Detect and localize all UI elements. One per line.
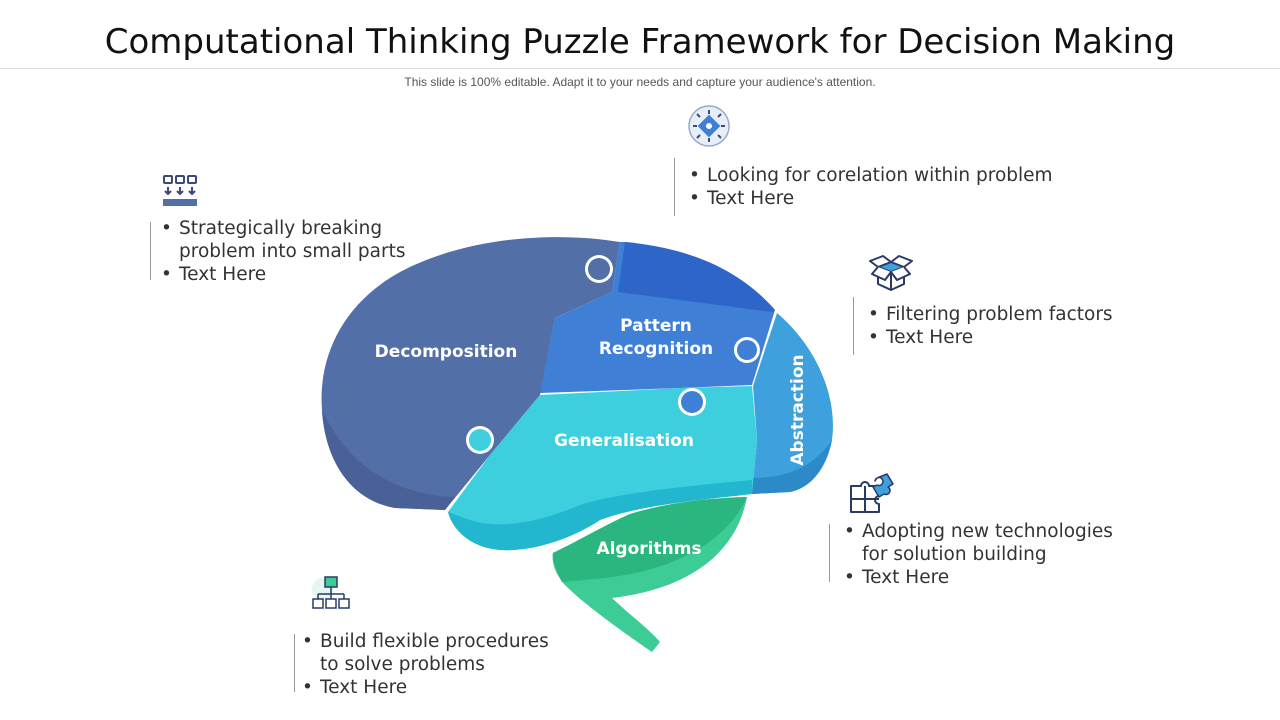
note-abstraction-line1: Filtering problem factors <box>868 303 1113 326</box>
note-abstraction: Filtering problem factors Text Here <box>868 303 1113 349</box>
segment-abstraction: Abstraction <box>752 313 833 494</box>
segment-generalisation: Generalisation <box>448 386 757 551</box>
note-generalisation-line2: Text Here <box>844 566 1113 589</box>
segment-decomposition: Decomposition <box>321 237 620 510</box>
segment-label-decomposition: Decomposition <box>375 342 518 362</box>
segment-label-generalisation: Generalisation <box>554 431 694 451</box>
hierarchy-icon <box>310 574 352 621</box>
sorting-grid-icon <box>162 173 198 214</box>
note-pattern-line1: Looking for corelation within problem <box>689 164 1053 187</box>
note-divider-algorithms <box>294 634 295 692</box>
page-subtitle: This slide is 100% editable. Adapt it to… <box>404 75 876 89</box>
note-divider-decomposition <box>150 222 151 280</box>
note-abstraction-line2: Text Here <box>868 326 1113 349</box>
note-decomposition-line2: Text Here <box>161 263 405 286</box>
note-pattern: Looking for corelation within problem Te… <box>689 164 1053 210</box>
page-title: Computational Thinking Puzzle Framework … <box>104 22 1176 62</box>
title-divider <box>0 68 1280 69</box>
segment-label-pattern-line2: Recognition <box>599 339 713 359</box>
network-chip-icon <box>687 104 731 153</box>
note-divider-abstraction <box>853 297 854 355</box>
segment-label-abstraction: Abstraction <box>788 354 808 465</box>
segment-pattern-recognition: Pattern Recognition <box>540 242 775 393</box>
note-divider-generalisation <box>829 524 830 582</box>
open-box-icon <box>866 253 916 298</box>
note-divider-pattern <box>674 158 675 216</box>
puzzle-icon <box>847 472 897 519</box>
segment-label-algorithms: Algorithms <box>596 539 701 559</box>
segment-label-pattern-line1: Pattern <box>620 316 692 336</box>
note-pattern-line2: Text Here <box>689 187 1053 210</box>
segment-algorithms: Algorithms <box>552 497 747 652</box>
note-algorithms-line2: Text Here <box>302 676 549 699</box>
